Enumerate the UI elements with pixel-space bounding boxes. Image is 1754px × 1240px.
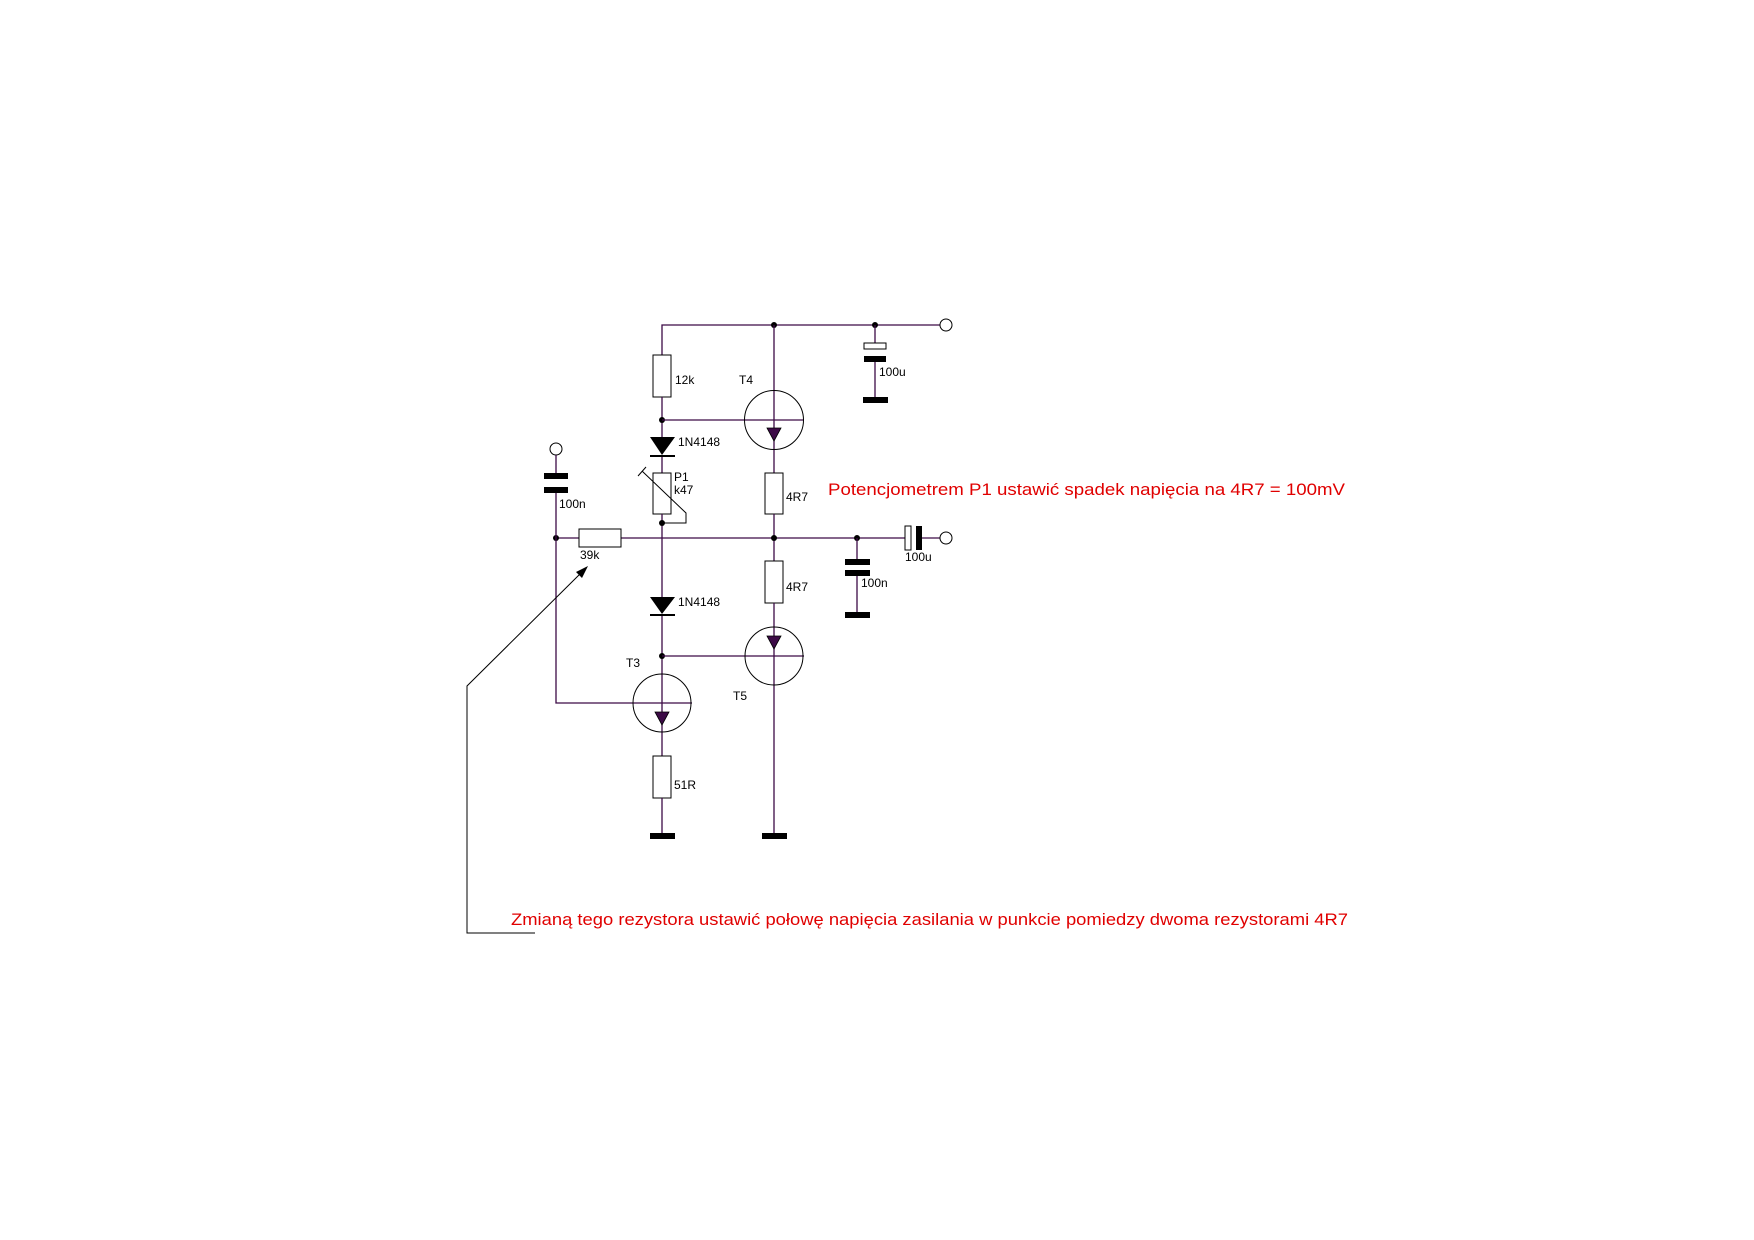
label-100n-mid: 100n [861, 576, 888, 590]
transistor-t3: T3 [626, 656, 692, 733]
note-resistor-adjust: Zmianą tego rezystora ustawić połowę nap… [511, 910, 1348, 929]
capacitor-100u-supply: 100u [863, 325, 906, 403]
ground-symbol [762, 833, 787, 839]
ground-symbol [845, 612, 870, 618]
label-12k: 12k [675, 373, 695, 387]
ground-symbol [650, 833, 675, 839]
label-4r7-top: 4R7 [786, 490, 808, 504]
label-39k: 39k [580, 548, 600, 562]
capacitor-100n-mid: 100n [845, 538, 888, 618]
resistor-4r7-bottom: 4R7 [764, 560, 808, 833]
resistor-4r7-top: 4R7 [764, 472, 808, 561]
label-4r7-bottom: 4R7 [786, 580, 808, 594]
input-terminal [549, 442, 563, 456]
label-100u-supply: 100u [879, 365, 906, 379]
capacitor-100u-output: 100u [904, 525, 953, 564]
resistor-51r: 51R [652, 755, 696, 833]
label-t5: T5 [733, 689, 747, 703]
transistor-t4: T4 [662, 325, 804, 473]
label-p1: P1 [674, 470, 689, 484]
diode-1n4148-top: 1N4148 [650, 435, 720, 473]
note-potentiometer: Potencjometrem P1 ustawić spadek napięci… [828, 480, 1346, 499]
supply-rail [661, 318, 953, 397]
ground-symbol [863, 397, 888, 403]
output-terminal [939, 531, 953, 545]
input-section: 100n 39k [544, 442, 692, 704]
label-t3: T3 [626, 656, 640, 670]
label-51r: 51R [674, 778, 696, 792]
label-p1-value: k47 [674, 483, 694, 497]
annotation-arrow [466, 566, 588, 934]
transistor-t5: T5 [659, 626, 804, 703]
supply-terminal [939, 318, 953, 332]
label-d1: 1N4148 [678, 435, 720, 449]
resistor-39k [578, 528, 622, 548]
resistor-12k: 12k [652, 354, 695, 398]
label-100n-input: 100n [559, 497, 586, 511]
label-100u-output: 100u [905, 550, 932, 564]
label-d2: 1N4148 [678, 595, 720, 609]
potentiometer-p1: P1 k47 [637, 466, 694, 597]
diode-1n4148-bottom: 1N4148 [650, 595, 720, 756]
label-t4: T4 [739, 373, 753, 387]
